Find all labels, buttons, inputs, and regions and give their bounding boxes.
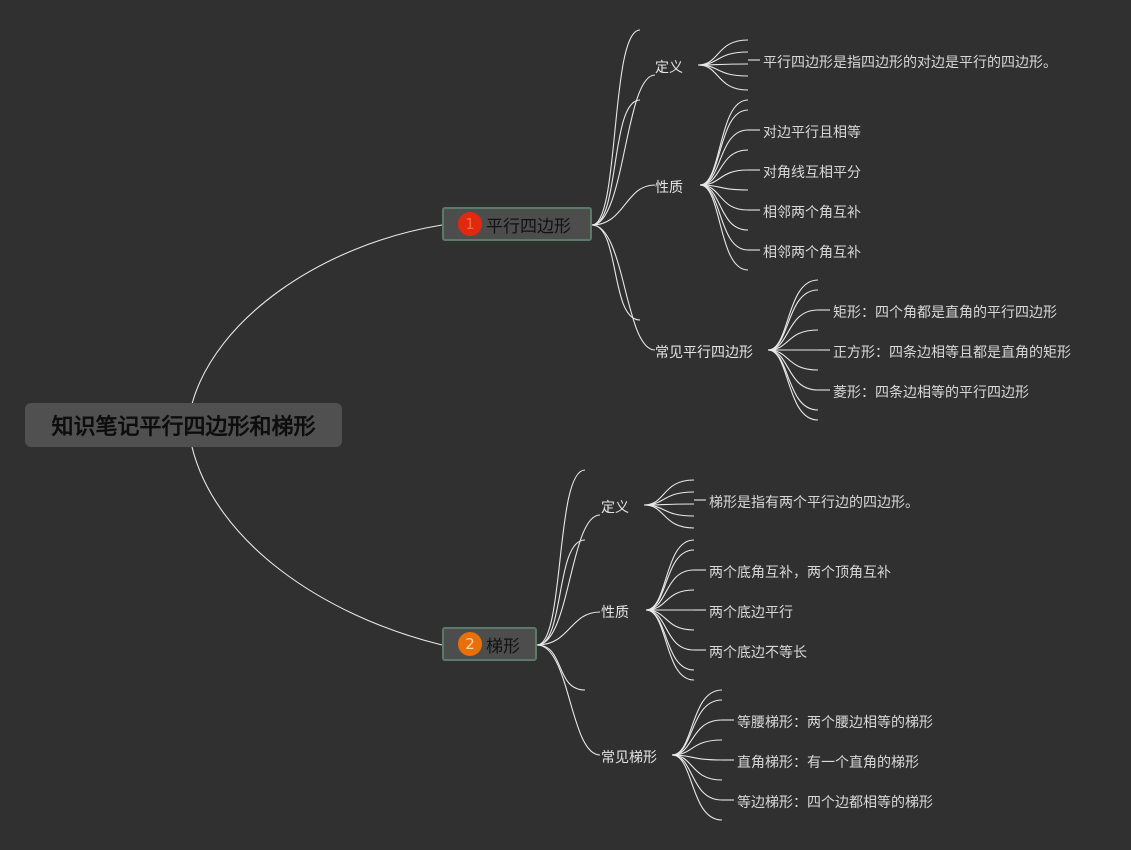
leaf-connector	[699, 184, 749, 251]
branch-connector	[536, 514, 601, 646]
leaf-connector	[645, 589, 695, 611]
root-connector	[191, 446, 443, 646]
leaf-item[interactable]: 等腰梯形：两个腰边相等的梯形	[737, 715, 933, 731]
root-node[interactable]: 知识笔记平行四边形和梯形	[25, 403, 342, 447]
number-badge-icon: 2	[458, 632, 482, 656]
branch-connector	[536, 644, 601, 756]
subtopic-definition[interactable]: 定义	[601, 500, 629, 516]
branch-connector	[591, 99, 641, 226]
branch-connector	[536, 539, 586, 646]
branch-connector	[536, 644, 586, 691]
leaf-connector	[671, 719, 723, 756]
leaf-connector	[671, 699, 723, 756]
leaf-connector	[671, 754, 723, 821]
branch-connector	[591, 224, 656, 351]
leaf-item[interactable]: 梯形是指有两个平行边的四边形。	[709, 495, 919, 511]
branch-connector	[591, 224, 641, 321]
leaf-connector	[699, 99, 749, 186]
leaf-connector	[645, 549, 695, 611]
leaf-connector	[671, 739, 723, 756]
leaf-item[interactable]: 对边平行且相等	[763, 125, 861, 141]
number-badge-icon: 1	[458, 212, 482, 236]
leaf-item[interactable]: 两个底角互补，两个顶角互补	[709, 565, 891, 581]
branch-connector	[591, 29, 641, 226]
leaf-item[interactable]: 等边梯形：四个边都相等的梯形	[737, 795, 933, 811]
leaf-item[interactable]: 平行四边形是指四边形的对边是平行的四边形。	[763, 55, 1057, 71]
branch-parallelogram[interactable]: 1 平行四边形	[442, 207, 592, 241]
branch-connector	[591, 74, 656, 226]
leaf-connector	[767, 289, 819, 351]
leaf-connector	[699, 129, 749, 186]
leaf-item[interactable]: 相邻两个角互补	[763, 205, 861, 221]
branch-connector	[536, 469, 586, 646]
leaf-connector	[697, 51, 749, 66]
leaf-connector	[699, 184, 749, 271]
leaf-connector	[645, 539, 695, 611]
leaf-item[interactable]: 矩形：四个角都是直角的平行四边形	[833, 305, 1057, 321]
branch-connector	[536, 611, 601, 646]
subtopic-common-types[interactable]: 常见平行四边形	[655, 345, 753, 361]
leaf-connector	[699, 169, 749, 186]
leaf-item[interactable]: 两个底边平行	[709, 605, 793, 621]
leaf-connector	[699, 184, 749, 231]
leaf-connector	[643, 504, 695, 529]
leaf-connector	[671, 754, 723, 801]
leaf-connector	[697, 64, 749, 91]
leaf-connector	[699, 149, 749, 186]
leaf-item[interactable]: 直角梯形：有一个直角的梯形	[737, 755, 919, 771]
root-connector	[191, 224, 443, 405]
leaf-connector	[699, 109, 749, 186]
leaf-item[interactable]: 菱形：四条边相等的平行四边形	[833, 385, 1029, 401]
subtopic-properties[interactable]: 性质	[601, 605, 629, 621]
root-title: 知识笔记平行四边形和梯形	[51, 415, 316, 440]
leaf-item[interactable]: 两个底边不等长	[709, 645, 807, 661]
branch-trapezoid[interactable]: 2 梯形	[442, 627, 537, 661]
subtopic-definition[interactable]: 定义	[655, 60, 683, 76]
leaf-connector	[767, 329, 819, 351]
leaf-connector	[643, 491, 695, 506]
leaf-connector	[767, 349, 819, 421]
subtopic-properties[interactable]: 性质	[655, 180, 683, 196]
leaf-connector	[645, 609, 695, 681]
leaf-item[interactable]: 相邻两个角互补	[763, 245, 861, 261]
leaf-item[interactable]: 对角线互相平分	[763, 165, 861, 181]
branch-connector	[591, 184, 656, 226]
branch-title: 平行四边形	[486, 216, 571, 237]
leaf-connector	[767, 279, 819, 351]
branch-title: 梯形	[486, 636, 520, 657]
leaf-item[interactable]: 正方形：四条边相等且都是直角的矩形	[833, 345, 1071, 361]
subtopic-common-types[interactable]: 常见梯形	[601, 750, 657, 766]
leaf-connector	[767, 349, 819, 411]
leaf-connector	[645, 609, 695, 671]
